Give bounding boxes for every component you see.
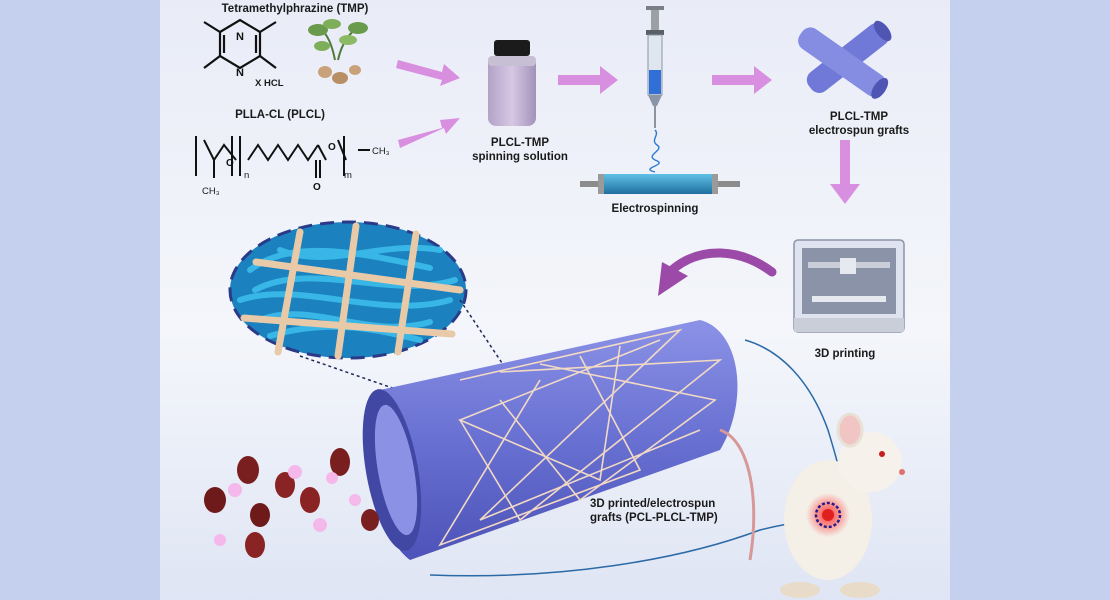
ch3-right: CH₃ bbox=[372, 146, 390, 157]
svg-text:O: O bbox=[313, 182, 321, 193]
ch3-bottom: CH₃ bbox=[202, 186, 220, 197]
vial-icon bbox=[488, 40, 536, 126]
fiber-mesh-inset bbox=[228, 220, 468, 360]
arrow-grafts-to-printer bbox=[830, 140, 860, 204]
sub-m: m bbox=[344, 170, 352, 181]
svg-text:O: O bbox=[328, 142, 336, 153]
rat-illustration bbox=[719, 412, 905, 598]
graft-tube bbox=[362, 320, 738, 560]
plcl-label: PLLA-CL (PLCL) bbox=[235, 109, 325, 121]
electrospinning-label: Electrospinning bbox=[611, 203, 699, 215]
arrow-tmp-to-solution bbox=[396, 60, 460, 86]
final-graft-label-line1: 3D printed/electrospun bbox=[590, 498, 716, 510]
arrow-solution-to-syringe bbox=[558, 66, 618, 94]
hcl-text: X HCL bbox=[255, 78, 284, 89]
svg-text:O: O bbox=[226, 158, 234, 169]
arrow-plcl-to-solution bbox=[398, 118, 460, 148]
collector-rod bbox=[580, 174, 740, 194]
diagram-panel: N N O bbox=[160, 0, 950, 600]
svg-text:N: N bbox=[236, 67, 244, 79]
tmp-molecule-structure bbox=[203, 18, 277, 70]
solution-label-line2: spinning solution bbox=[472, 151, 568, 163]
grafts-label-line2: electrospun grafts bbox=[808, 125, 910, 137]
arrow-printer-to-graft bbox=[667, 248, 777, 277]
curved-arrow-head bbox=[658, 262, 688, 296]
plant-illustration bbox=[308, 19, 368, 84]
plcl-polymer-structure bbox=[195, 136, 370, 178]
final-graft-label-line2: grafts (PCL-PLCL-TMP) bbox=[590, 512, 718, 524]
grafts-label: PLCL-TMP electrospun grafts bbox=[794, 110, 924, 138]
svg-text:N: N bbox=[236, 31, 244, 43]
drug-particles bbox=[204, 448, 379, 558]
electrospun-grafts-icon bbox=[798, 20, 892, 99]
printing-label: 3D printing bbox=[814, 348, 876, 360]
flow-arrows bbox=[396, 60, 860, 204]
electrospinning-jet bbox=[649, 129, 660, 173]
syringe-icon bbox=[646, 6, 664, 128]
sub-n: n bbox=[244, 170, 250, 181]
tmp-label: Tetramethylphrazine (TMP) bbox=[221, 3, 369, 15]
arrow-syringe-to-grafts bbox=[712, 66, 772, 94]
solution-label: PLCL-TMP spinning solution bbox=[454, 136, 586, 164]
final-graft-label: 3D printed/electrospun grafts (PCL-PLCL-… bbox=[590, 497, 760, 525]
solution-label-line1: PLCL-TMP bbox=[490, 137, 550, 149]
grafts-label-line1: PLCL-TMP bbox=[829, 111, 889, 123]
printer-icon bbox=[793, 239, 905, 333]
